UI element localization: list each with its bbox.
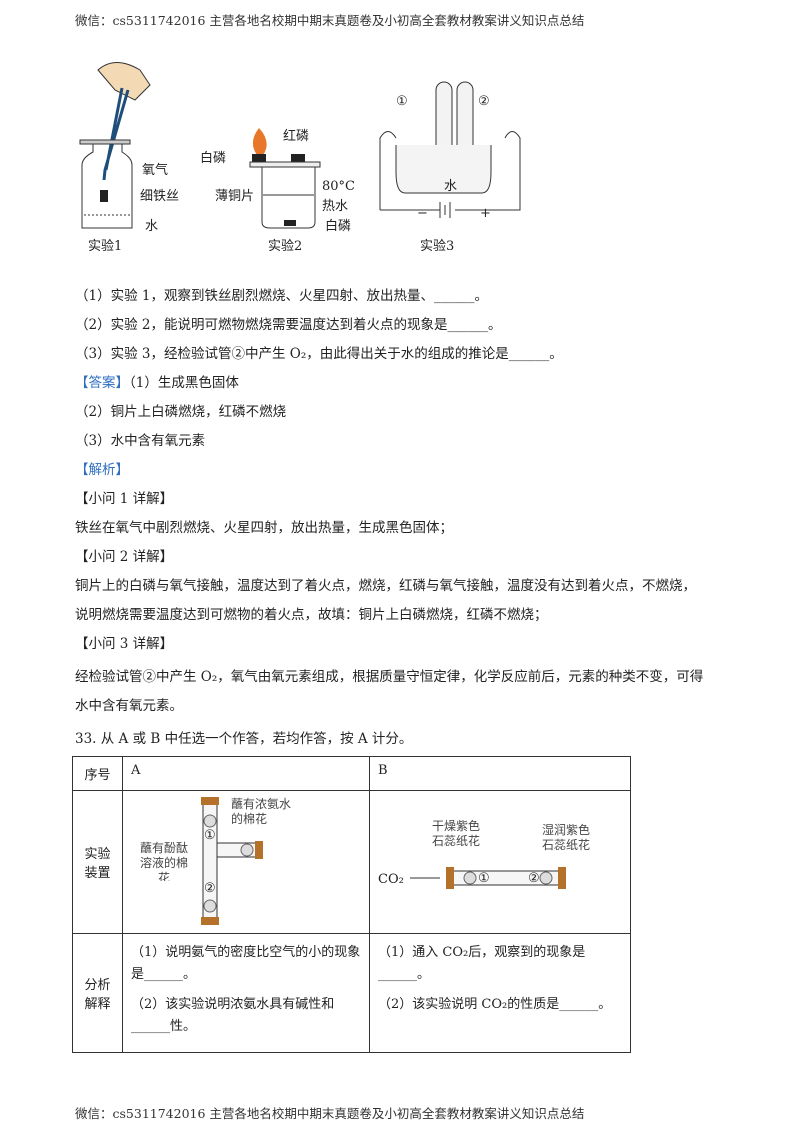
row-label: 实验装置 [72, 790, 123, 934]
exp3-diagram: ① ② 水 − + 实验3 [379, 81, 521, 254]
label: 80°C [322, 179, 355, 194]
answer-line: 【答案】（1）生成黑色固体 [75, 371, 239, 391]
label: + [480, 206, 491, 221]
q33-table: 序号 A B 实验装置 ① ② 蘸有浓氨水的棉花 蘸有酚酞溶液的棉花 ① ② C… [72, 756, 631, 1053]
label: ① [478, 871, 490, 886]
exp2-diagram: 红磷 白磷 薄铜片 80°C 热水 白磷 实验2 [200, 128, 355, 254]
analysis-line: 铜片上的白磷与氧气接触，温度达到了着火点，燃烧，红磷与氧气接触，温度没有达到着火… [75, 578, 696, 594]
co2-label: CO₂ [378, 872, 404, 887]
header-cell: 序号 [72, 756, 123, 791]
page-footer: 微信：cs5311742016 主营各地名校期中期末真题卷及小初高全套教材教案讲… [75, 1106, 585, 1121]
label: 氧气 [142, 162, 168, 178]
caption: 实验2 [268, 238, 302, 254]
label: 细铁丝 [140, 189, 179, 204]
caption: 实验1 [88, 238, 122, 254]
analysis-tag: 【解析】 [75, 462, 129, 478]
analysis-line: 【小问 1 详解】 [75, 491, 174, 507]
label: ② [528, 871, 540, 886]
row-label: 分析解释 [72, 933, 123, 1053]
label: 蘸有酚酞溶液的棉花 [139, 841, 188, 881]
analysis-line: 说明燃烧需要温度达到可燃物的着火点，故填：铜片上白磷燃烧，红磷不燃烧； [75, 607, 548, 623]
page-header: 微信：cs5311742016 主营各地名校期中期末真题卷及小初高全套教材教案讲… [75, 13, 585, 28]
analysis-line: 铁丝在氧气中剧烈燃烧、火星四射，放出热量，生成黑色固体； [75, 520, 453, 536]
question-33-stem: 33. 从 A 或 B 中任选一个作答，若均作答，按 A 计分。 [75, 731, 413, 747]
answer-text: （1）生成黑色固体 [129, 375, 239, 391]
answer-line: （2）铜片上白磷燃烧，红磷不燃烧 [75, 404, 287, 420]
exp1-diagram: 氧气 细铁丝 水 实验1 [79, 62, 179, 254]
label: 白磷 [200, 150, 226, 166]
analysis-line: 经检验试管②中产生 O₂，氧气由氧元素组成，根据质量守恒定律，化学反应前后，元素… [75, 669, 704, 685]
question-1: （1）实验 1，观察到铁丝剧烈燃烧、火星四射、放出热量、______。 [75, 288, 488, 304]
a-analysis-2: （2）该实验说明浓氨水具有碱性和______性。 [131, 997, 335, 1034]
apparatus-b: ① ② CO₂ 干燥紫色石蕊纸花 湿润紫色石蕊纸花 [378, 819, 591, 889]
experiment-figures: 氧气 细铁丝 水 实验1 红磷 白磷 薄铜片 80°C 热水 白磷 实验2 ① … [79, 62, 521, 254]
label: ① [396, 94, 408, 109]
label: ① [204, 828, 216, 843]
analysis-line: 水中含有氧元素。 [75, 698, 183, 714]
analysis-line: 【小问 2 详解】 [75, 549, 174, 565]
label: 湿润紫色石蕊纸花 [542, 823, 591, 852]
answer-tag: 【答案】 [75, 375, 129, 391]
b-analysis-1: （1）通入 CO₂后，观察到的现象是______。 [378, 945, 586, 982]
label: 薄铜片 [215, 189, 254, 204]
label: ② [204, 881, 216, 896]
question-2: （2）实验 2，能说明可燃物燃烧需要温度达到着火点的现象是______。 [75, 317, 502, 333]
header-cell: B [369, 756, 631, 791]
b-analysis-2: （2）该实验说明 CO₂的性质是______。 [378, 997, 612, 1012]
label: 热水 [322, 199, 348, 214]
header-cell: A [122, 756, 370, 791]
question-3: （3）实验 3，经检验试管②中产生 O₂，由此得出关于水的组成的推论是_____… [75, 346, 563, 362]
label: ② [478, 94, 490, 109]
label: − [417, 206, 428, 221]
label: 白磷 [325, 218, 351, 234]
caption: 实验3 [420, 238, 454, 254]
label: 水 [145, 219, 158, 234]
apparatus-a: ① ② 蘸有浓氨水的棉花 蘸有酚酞溶液的棉花 [139, 797, 291, 925]
label: 红磷 [283, 128, 309, 144]
label: 水 [444, 179, 457, 194]
analysis-line: 【小问 3 详解】 [75, 636, 174, 652]
label: 蘸有浓氨水的棉花 [231, 797, 291, 826]
label: 干燥紫色石蕊纸花 [432, 819, 481, 848]
answer-line: （3）水中含有氧元素 [75, 433, 206, 449]
a-analysis-1: （1）说明氨气的密度比空气的小的现象是______。 [131, 945, 361, 982]
